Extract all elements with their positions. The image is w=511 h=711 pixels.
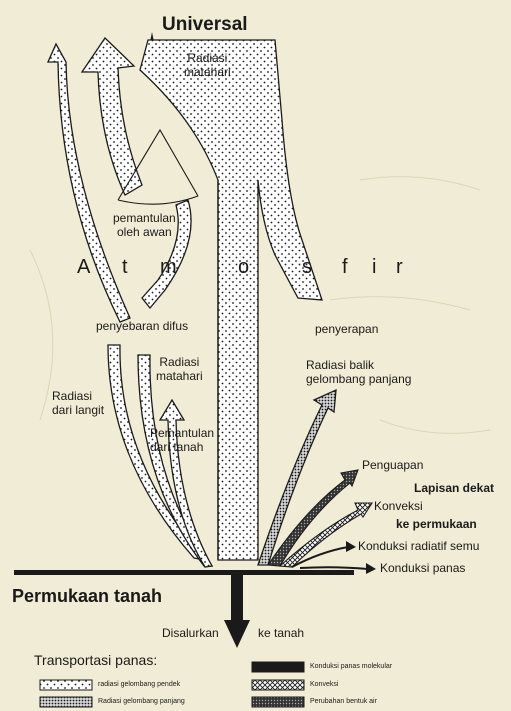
atmosphere-letter-s: s: [302, 256, 312, 279]
label-heat-conduction: Konduksi panas: [380, 562, 465, 576]
label-ground-surface: Permukaan tanah: [12, 586, 162, 607]
label-absorption: penyerapan: [315, 323, 378, 337]
atmosphere-letter-i: i: [372, 256, 376, 279]
title-universal: Universal: [162, 14, 248, 36]
label-solar-radiation-mid: Radiasi matahari: [156, 356, 203, 384]
label-longwave-return: Radiasi balik gelombang panjang: [306, 359, 411, 387]
legend-title: Transportasi panas:: [34, 652, 157, 668]
label-ground-reflection: Pemantulan dari tanah: [150, 427, 214, 455]
legend-label-molecular-conduction: Konduksi panas molekular: [310, 663, 392, 671]
label-channeled: Disalurkan: [162, 627, 219, 641]
atmosphere-letter-a: A: [77, 256, 90, 279]
ground-heat-arrow: [224, 572, 250, 648]
label-solar-radiation-top: Radiasi matahari: [184, 52, 231, 80]
legend-label-convection: Konveksi: [310, 681, 338, 689]
label-convection: Konveksi: [374, 500, 423, 514]
label-evaporation: Penguapan: [362, 459, 423, 473]
atmosphere-letter-o: o: [238, 256, 249, 279]
label-to-surface: ke permukaan: [396, 518, 477, 532]
legend-label-longwave: Radiasi gelombang panjang: [98, 698, 185, 706]
atmosphere-letter-r: r: [396, 256, 403, 279]
label-radiative-conduction: Konduksi radiatif semu: [358, 540, 479, 554]
label-diffuse-scatter: penyebaran difus: [96, 320, 188, 334]
label-into-ground: ke tanah: [258, 627, 304, 641]
legend-label-shortwave: radiasi gelombang pendek: [98, 681, 180, 689]
label-near-layer: Lapisan dekat: [414, 482, 494, 496]
label-cloud-reflection: pemantulan oleh awan: [113, 212, 176, 240]
legend-label-water-change: Perubahan bentuk air: [310, 698, 377, 706]
atmosphere-letter-f: f: [342, 256, 348, 279]
ground-surface-line: [14, 570, 354, 575]
atmosphere-letter-m: m: [160, 256, 177, 279]
atmosphere-letter-t: t: [122, 256, 128, 279]
label-sky-radiation: Radiasi dari langit: [52, 390, 104, 418]
